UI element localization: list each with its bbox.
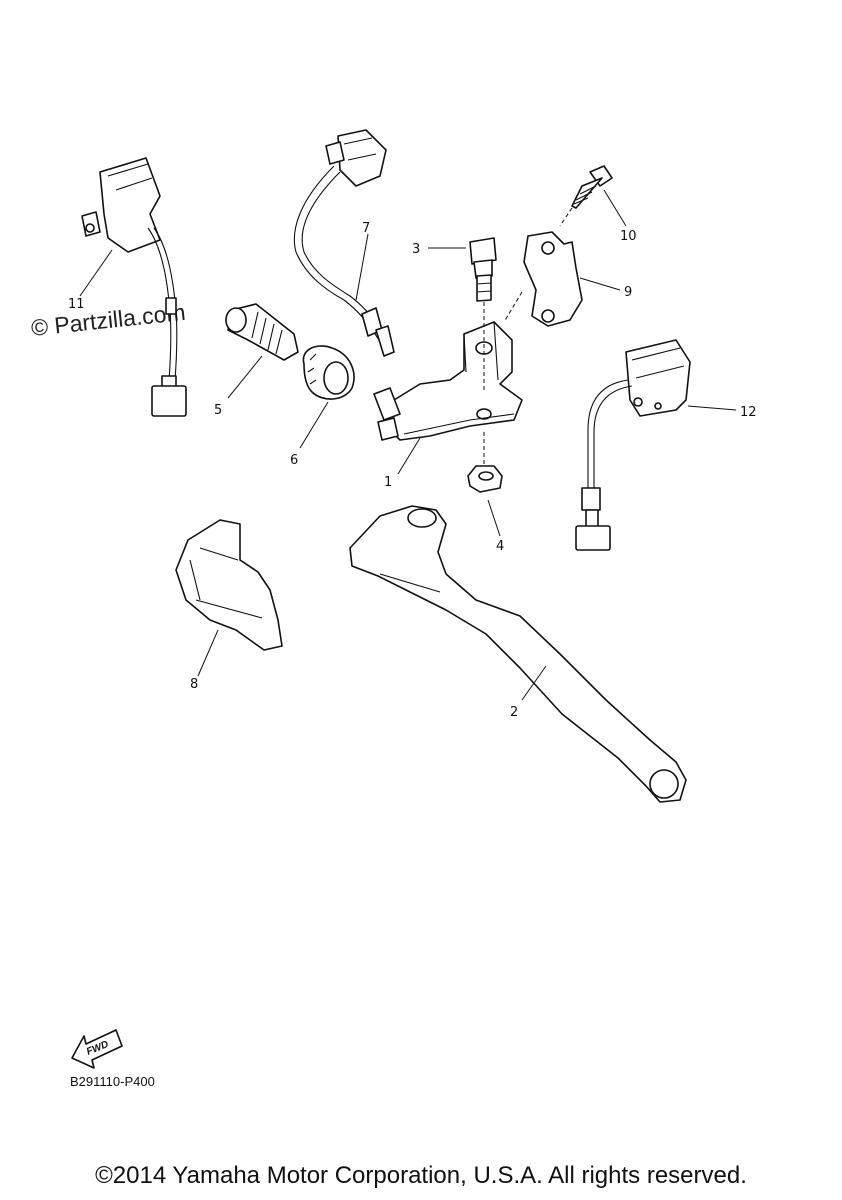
part-7-clutch-switch[interactable] bbox=[293, 129, 395, 357]
part-5-adjuster-bolt[interactable] bbox=[225, 303, 299, 361]
part-11-switch-assembly-left[interactable] bbox=[81, 157, 187, 417]
callout-5: 5 bbox=[214, 403, 222, 418]
callout-7: 7 bbox=[362, 221, 370, 236]
callout-6: 6 bbox=[290, 453, 298, 468]
part-1-lever-holder[interactable] bbox=[373, 321, 523, 441]
partzilla-watermark: © Partzilla.com bbox=[30, 299, 187, 341]
callout-8: 8 bbox=[190, 677, 198, 692]
callout-1: 1 bbox=[384, 475, 392, 490]
callout-11: 11 bbox=[68, 297, 85, 312]
part-6-locknut[interactable] bbox=[302, 345, 355, 400]
diagram-code: B291110-P400 bbox=[70, 1074, 155, 1089]
part-9-clamp[interactable] bbox=[503, 231, 583, 327]
callout-9: 9 bbox=[624, 285, 632, 300]
copyright-notice: ©2014 Yamaha Motor Corporation, U.S.A. A… bbox=[95, 1162, 747, 1189]
callout-4: 4 bbox=[496, 539, 504, 554]
part-4-nut[interactable] bbox=[467, 432, 503, 493]
callout-10: 10 bbox=[620, 229, 637, 244]
part-12-switch-assembly-right[interactable] bbox=[575, 339, 691, 551]
fwd-arrow-icon: FWD bbox=[71, 1029, 123, 1069]
part-8-lever-guard[interactable] bbox=[175, 519, 283, 651]
callout-2: 2 bbox=[510, 705, 518, 720]
part-10-screw[interactable] bbox=[559, 165, 613, 227]
part-3-bolt[interactable] bbox=[469, 237, 497, 392]
callout-12: 12 bbox=[740, 405, 757, 420]
callout-3: 3 bbox=[412, 242, 420, 257]
part-2-clutch-lever[interactable] bbox=[349, 505, 687, 803]
